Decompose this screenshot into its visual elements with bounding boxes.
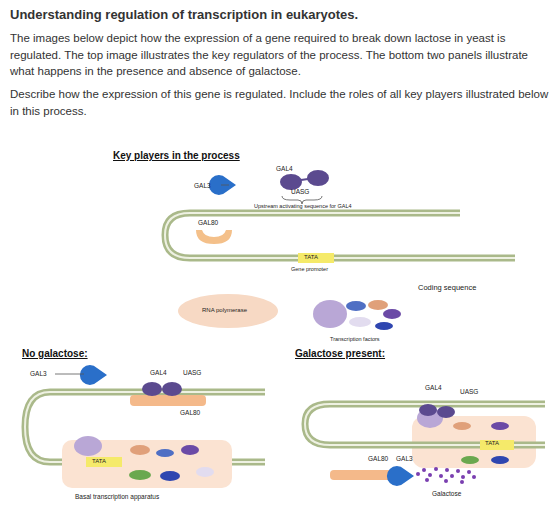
protein-label: GAL80: [180, 409, 200, 417]
galactose-dot: [461, 475, 465, 479]
dna-loop: [305, 404, 545, 445]
protein-label: RNA polymerase: [202, 307, 247, 314]
sequence-label: UASG: [291, 188, 309, 196]
galactose-dot: [439, 474, 443, 478]
galactose-dot: [445, 468, 449, 472]
gal80-protein: [130, 395, 206, 406]
gal4-protein: [419, 404, 437, 416]
galactose-dot: [422, 468, 426, 472]
galactose-dot: [434, 467, 438, 471]
paragraph: The images below depict how the expressi…: [10, 30, 552, 80]
apparatus-label: Basal transcription apparatus: [75, 493, 159, 501]
protein-label: GAL4: [425, 384, 442, 392]
gal3-protein: [387, 466, 414, 486]
rna-polymerase: [178, 294, 278, 328]
protein-label: GAL80: [368, 455, 388, 463]
panel-heading: Galactose present:: [295, 348, 385, 360]
gal4-protein: [142, 382, 162, 396]
gal3-protein: [209, 175, 236, 195]
protein-label: GAL4: [276, 165, 293, 173]
sequence-label: TATA: [92, 458, 106, 465]
galactose-dot: [460, 480, 464, 484]
tata-box: [86, 457, 122, 467]
panel-heading: No galactose:: [22, 348, 88, 360]
galactose-dot: [444, 479, 448, 483]
section-heading: Key players in the process: [113, 150, 240, 162]
protein-label: GAL3: [396, 455, 413, 463]
sugar-label: Galactose: [432, 490, 461, 498]
sequence-label: TATA: [304, 254, 318, 261]
sequence-label: Upstream activating sequence for GAL4: [254, 203, 352, 210]
gal3-protein: [80, 365, 107, 385]
protein-label: GAL80: [198, 219, 218, 227]
sequence-label: UASG: [183, 369, 201, 377]
sequence-label: UASG: [460, 388, 478, 396]
galactose-dot: [456, 469, 460, 473]
page-title: Understanding regulation of transcriptio…: [10, 6, 550, 25]
tata-box: [480, 440, 514, 450]
transcription-factors: [313, 300, 401, 330]
protein-label: GAL3: [30, 370, 47, 378]
paragraph: Describe how the expression of this gene…: [10, 86, 552, 119]
galactose-dot: [467, 470, 471, 474]
gal80-protein: [196, 230, 232, 244]
brace: [282, 196, 322, 204]
galactose-dots: [416, 467, 476, 484]
galactose-dot: [416, 472, 420, 476]
protein-label: GAL3: [194, 182, 211, 190]
galactose-dot: [450, 474, 454, 478]
gal4-protein: [280, 174, 302, 190]
galactose-dot: [472, 475, 476, 479]
sequence-label: Coding sequence: [418, 283, 476, 292]
tata-box: [298, 253, 334, 263]
protein-label: Transcription factors: [330, 336, 380, 343]
galactose-dot: [425, 478, 429, 482]
sequence-label: Gene promoter: [291, 266, 328, 273]
dna-loop: [165, 213, 515, 258]
galactose-dot: [428, 473, 432, 477]
sequence-label: TATA: [485, 440, 499, 447]
protein-label: GAL4: [150, 369, 167, 377]
